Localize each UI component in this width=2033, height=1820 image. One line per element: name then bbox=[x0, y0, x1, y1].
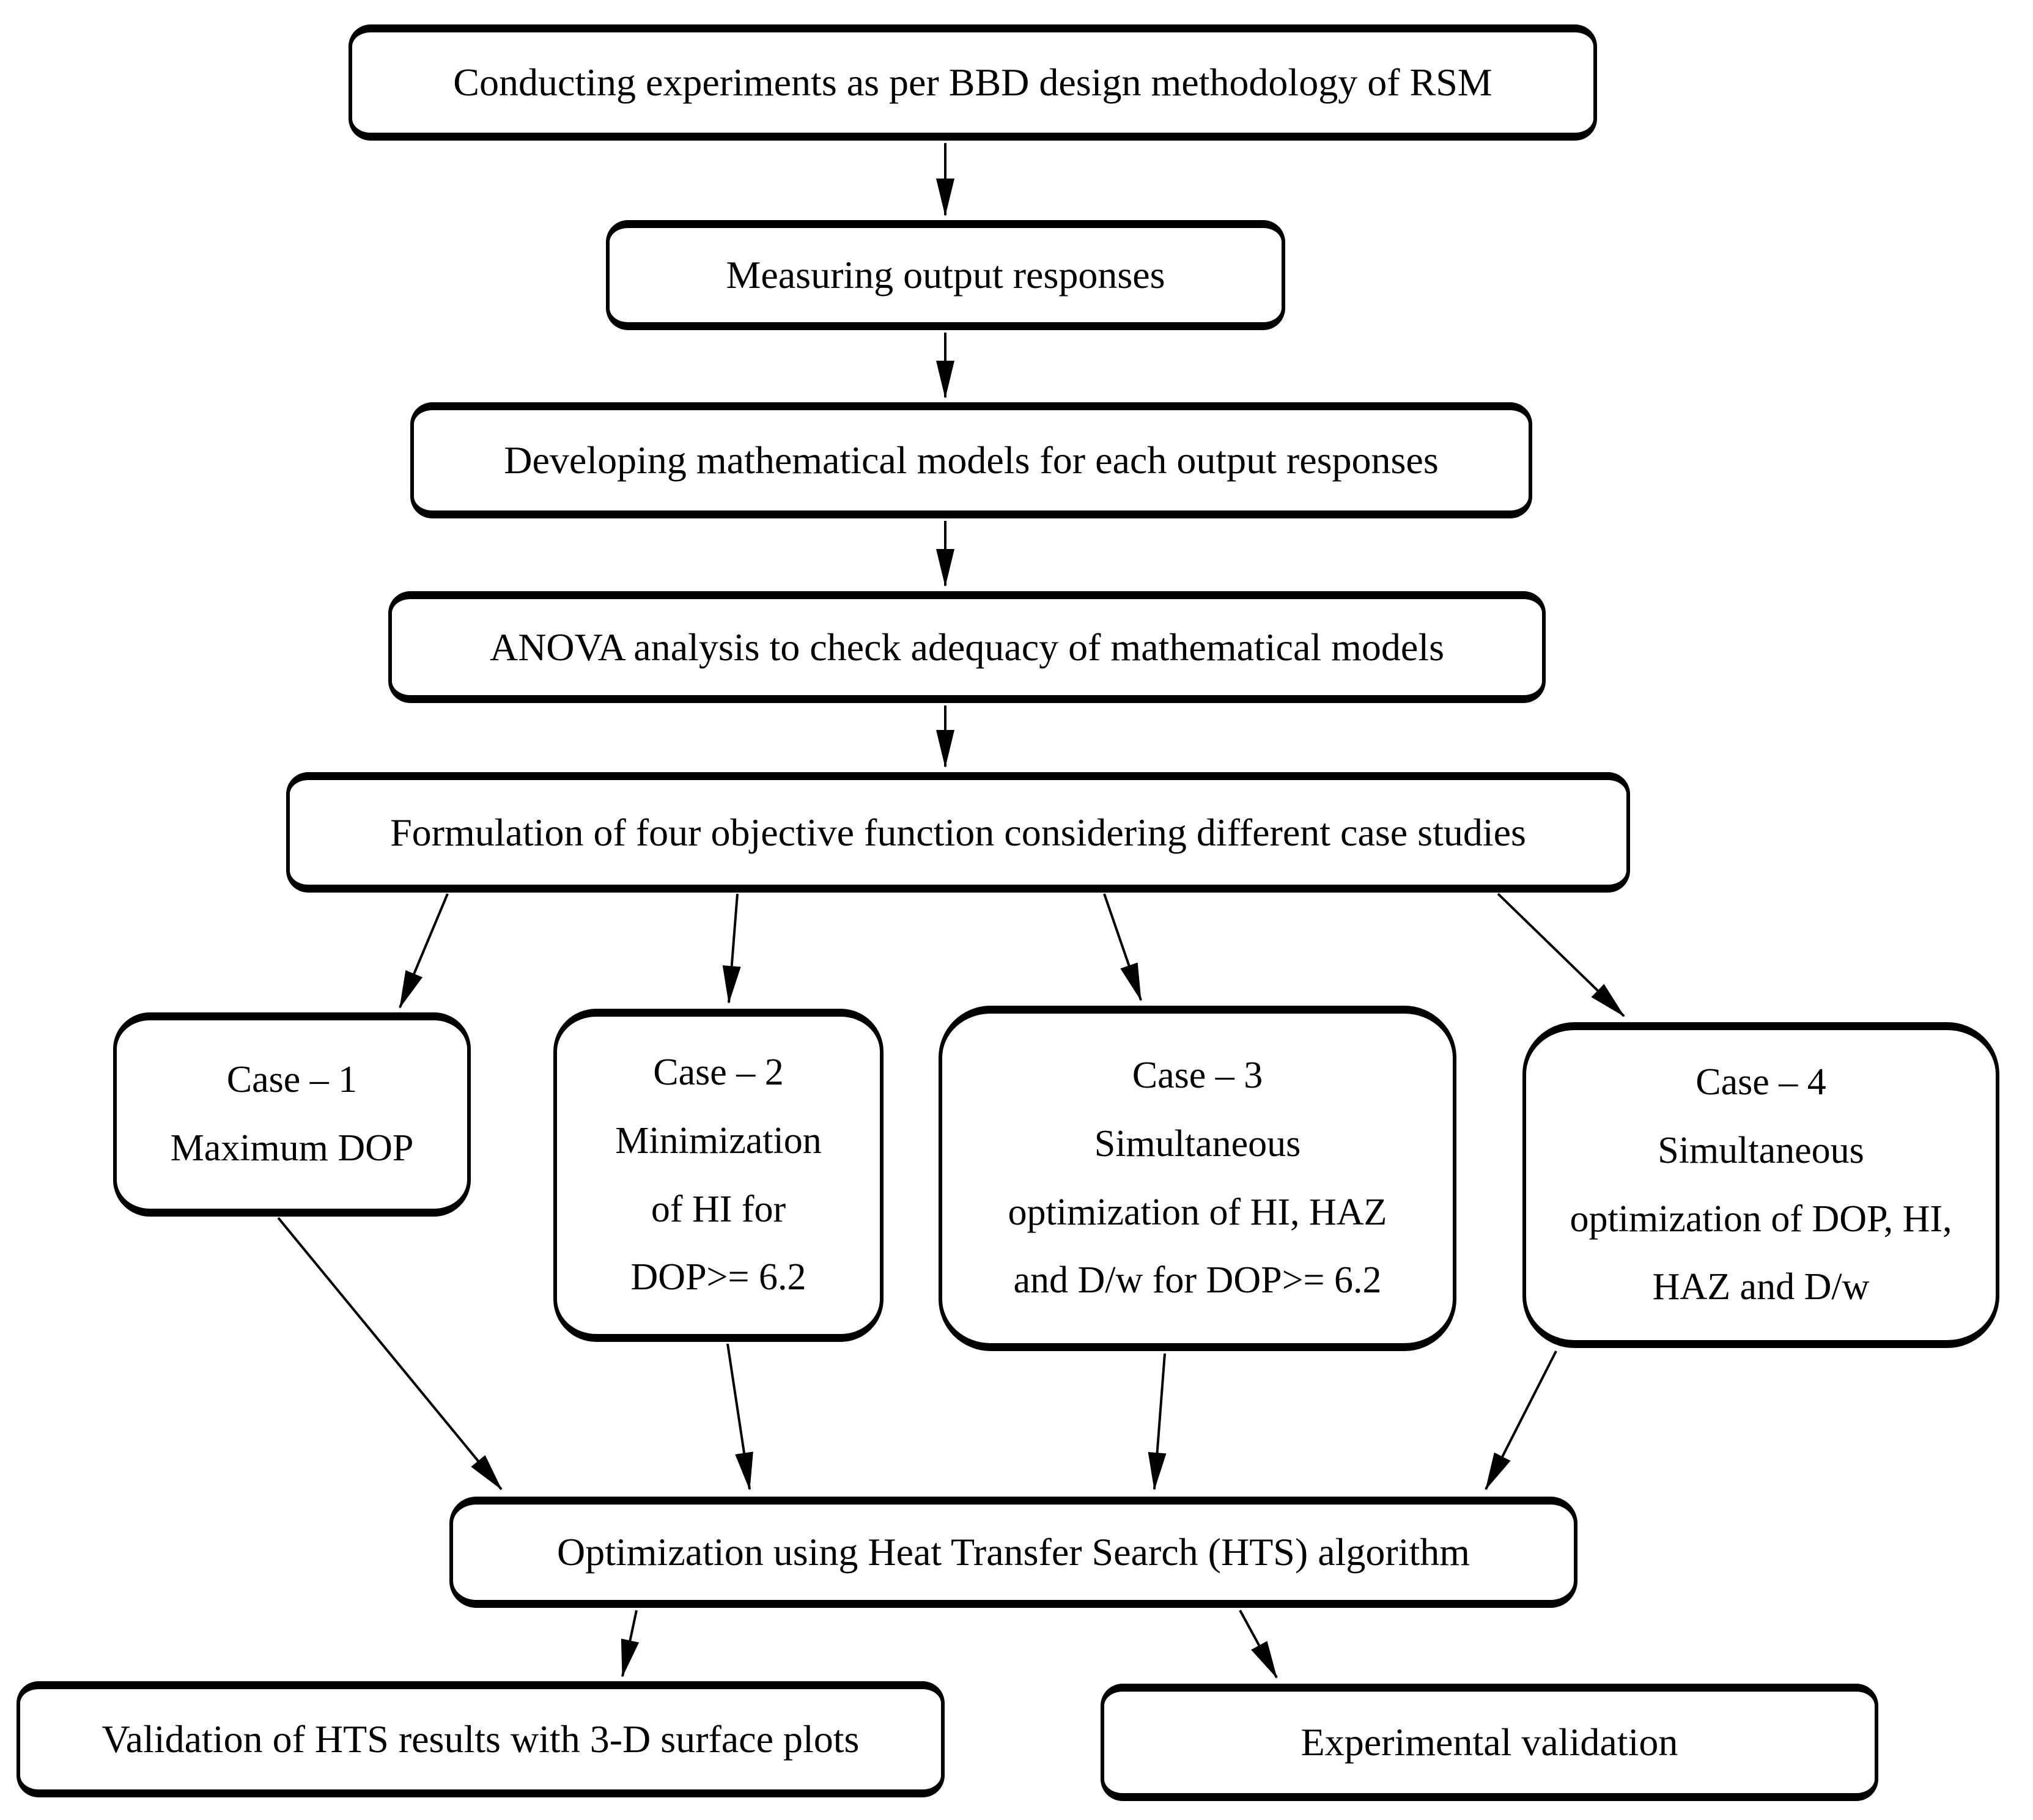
arrow-case4-hts bbox=[1485, 1350, 1557, 1490]
node-case-2: Case – 2 Minimization of HI for DOP>= 6.… bbox=[553, 1009, 884, 1342]
arrow-formulation-case2 bbox=[722, 893, 741, 1004]
node-hts-optimization-label: Optimization using Heat Transfer Search … bbox=[556, 1530, 1470, 1574]
node-measuring-output-responses-label: Measuring output responses bbox=[726, 253, 1165, 297]
node-case-2-line: of HI for bbox=[651, 1188, 786, 1230]
arrow-formulation-case1 bbox=[399, 893, 449, 1009]
node-experimental-validation-label: Experimental validation bbox=[1301, 1720, 1678, 1764]
node-case-4-line: Case – 4 bbox=[1695, 1061, 1826, 1103]
node-validation-surface-plots-label: Validation of HTS results with 3-D surfa… bbox=[101, 1717, 860, 1761]
arrow-case1-hts bbox=[277, 1217, 503, 1490]
node-case-2-line: DOP>= 6.2 bbox=[630, 1256, 806, 1299]
node-formulation-objective-functions: Formulation of four objective function c… bbox=[286, 772, 1630, 893]
arrow-formulation-case4 bbox=[1497, 893, 1625, 1017]
node-hts-optimization: Optimization using Heat Transfer Search … bbox=[449, 1497, 1577, 1608]
node-conducting-experiments: Conducting experiments as per BBD design… bbox=[349, 24, 1597, 141]
node-measuring-output-responses: Measuring output responses bbox=[606, 220, 1285, 330]
node-case-1: Case – 1 Maximum DOP bbox=[113, 1012, 471, 1217]
arrow-formulation-case3 bbox=[1103, 893, 1142, 1001]
arrow-case3-hts bbox=[1148, 1353, 1167, 1490]
node-case-4-line: HAZ and D/w bbox=[1652, 1266, 1870, 1308]
node-case-4: Case – 4 Simultaneous optimization of DO… bbox=[1522, 1022, 1999, 1348]
node-case-1-line: Case – 1 bbox=[226, 1059, 358, 1101]
node-case-2-line: Case – 2 bbox=[653, 1052, 784, 1094]
node-case-3-line: Simultaneous bbox=[1094, 1122, 1301, 1165]
node-developing-mathematical-models: Developing mathematical models for each … bbox=[410, 402, 1532, 518]
arrow-hts-validation-plots bbox=[621, 1610, 640, 1678]
arrow-case2-hts bbox=[726, 1343, 753, 1490]
node-case-3-line: Case – 3 bbox=[1132, 1055, 1263, 1097]
node-anova-analysis: ANOVA analysis to check adequacy of math… bbox=[388, 591, 1546, 703]
node-case-1-line: Maximum DOP bbox=[170, 1127, 414, 1169]
node-developing-mathematical-models-label: Developing mathematical models for each … bbox=[504, 438, 1439, 482]
node-validation-surface-plots: Validation of HTS results with 3-D surfa… bbox=[17, 1681, 945, 1797]
node-anova-analysis-label: ANOVA analysis to check adequacy of math… bbox=[489, 625, 1445, 669]
node-experimental-validation: Experimental validation bbox=[1101, 1684, 1878, 1801]
node-case-4-line: Simultaneous bbox=[1658, 1129, 1864, 1171]
node-case-4-line: optimization of DOP, HI, bbox=[1570, 1198, 1952, 1240]
node-case-3-line: optimization of HI, HAZ bbox=[1008, 1191, 1387, 1233]
node-case-2-line: Minimization bbox=[615, 1119, 822, 1162]
node-conducting-experiments-label: Conducting experiments as per BBD design… bbox=[453, 61, 1492, 104]
arrow-hts-experimental-validation bbox=[1239, 1610, 1278, 1679]
node-case-3: Case – 3 Simultaneous optimization of HI… bbox=[939, 1006, 1456, 1351]
node-formulation-objective-functions-label: Formulation of four objective function c… bbox=[390, 810, 1526, 854]
node-case-3-line: and D/w for DOP>= 6.2 bbox=[1013, 1259, 1382, 1302]
